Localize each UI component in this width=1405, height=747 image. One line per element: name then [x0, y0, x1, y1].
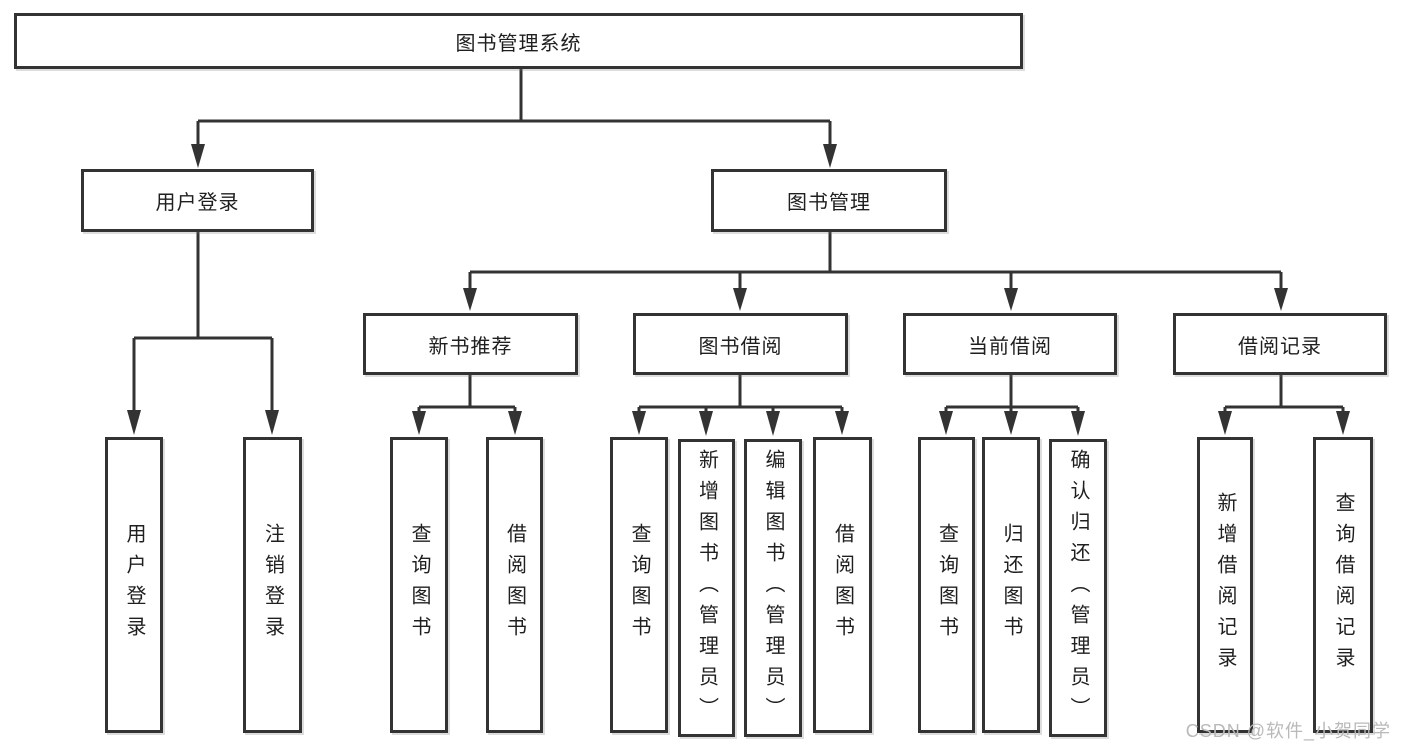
leaf-confirm-return-admin: 确认归还（管理员） — [1049, 439, 1107, 737]
leaf-query-books-recommend: 查询图书 — [390, 437, 448, 733]
arrowhead — [265, 410, 279, 435]
node-label: 新增图书（管理员） — [695, 448, 718, 728]
arrowhead — [1071, 411, 1085, 436]
node-book-management: 图书管理 — [711, 169, 947, 232]
connector-login-to-leaves — [132, 232, 274, 412]
node-current-borrowing: 当前借阅 — [903, 313, 1117, 375]
arrowhead — [1274, 288, 1288, 311]
arrowhead — [823, 144, 837, 168]
arrowhead — [191, 144, 205, 168]
arrowhead — [699, 411, 713, 436]
node-label: 查询图书 — [935, 523, 958, 647]
node-label: 当前借阅 — [968, 335, 1052, 358]
arrowhead — [508, 411, 522, 435]
connector-records-to-leaves — [1223, 375, 1345, 413]
node-label: 用户登录 — [123, 523, 145, 647]
arrowhead — [1218, 411, 1232, 435]
node-label: 确认归还（管理员） — [1067, 448, 1089, 728]
leaf-add-borrow-record: 新增借阅记录 — [1197, 437, 1253, 733]
arrowhead — [127, 410, 141, 435]
node-label: 注销登录 — [261, 523, 284, 647]
leaf-query-books-borrowing: 查询图书 — [610, 437, 668, 733]
node-label: 新书推荐 — [428, 335, 513, 358]
arrowhead — [733, 288, 747, 311]
node-new-book-recommend: 新书推荐 — [363, 313, 578, 375]
arrowhead — [939, 411, 953, 435]
leaf-borrow-books: 借阅图书 — [813, 437, 872, 733]
node-label: 归还图书 — [1000, 523, 1022, 647]
arrowhead — [766, 411, 780, 436]
node-label: 查询借阅记录 — [1332, 492, 1354, 678]
leaf-user-login: 用户登录 — [105, 437, 163, 733]
node-root-system: 图书管理系统 — [14, 13, 1023, 69]
node-label: 编辑图书（管理员） — [762, 448, 784, 728]
connector-borrow-to-leaves — [637, 375, 844, 413]
node-label: 图书管理系统 — [455, 32, 582, 55]
arrowhead — [1004, 411, 1018, 435]
node-label: 用户登录 — [155, 192, 240, 214]
leaf-add-books-admin: 新增图书（管理员） — [678, 439, 735, 737]
arrowhead — [632, 411, 646, 435]
arrowhead — [1336, 411, 1350, 435]
arrowhead — [835, 411, 849, 435]
node-label: 借阅记录 — [1238, 335, 1322, 358]
node-label: 图书借阅 — [698, 335, 783, 358]
node-label: 查询图书 — [408, 523, 430, 647]
leaf-query-books-current: 查询图书 — [918, 437, 975, 733]
arrowhead — [1004, 288, 1018, 311]
leaf-borrow-books-recommend: 借阅图书 — [486, 437, 543, 733]
leaf-query-borrow-record: 查询借阅记录 — [1313, 437, 1373, 733]
connector-root-to-branches — [196, 69, 832, 146]
node-borrowing-records: 借阅记录 — [1173, 313, 1387, 375]
node-user-login: 用户登录 — [81, 169, 314, 232]
node-label: 图书管理 — [787, 192, 871, 214]
leaf-return-books: 归还图书 — [982, 437, 1040, 733]
leaf-logout: 注销登录 — [243, 437, 302, 733]
csdn-watermark: CSDN @软件_小贺同学 — [1185, 721, 1391, 741]
connector-newbooks-to-leaves — [417, 375, 517, 413]
node-label: 新增借阅记录 — [1214, 492, 1236, 678]
node-label: 查询图书 — [628, 523, 650, 647]
node-book-borrowing: 图书借阅 — [633, 313, 848, 375]
leaf-edit-books-admin: 编辑图书（管理员） — [744, 439, 802, 737]
node-label: 借阅图书 — [503, 523, 526, 647]
node-label: 借阅图书 — [831, 523, 854, 647]
arrowhead — [463, 288, 477, 311]
arrowhead — [412, 411, 426, 435]
connector-mgmt-to-modules — [468, 232, 1283, 290]
connector-current-to-leaves — [944, 375, 1080, 413]
